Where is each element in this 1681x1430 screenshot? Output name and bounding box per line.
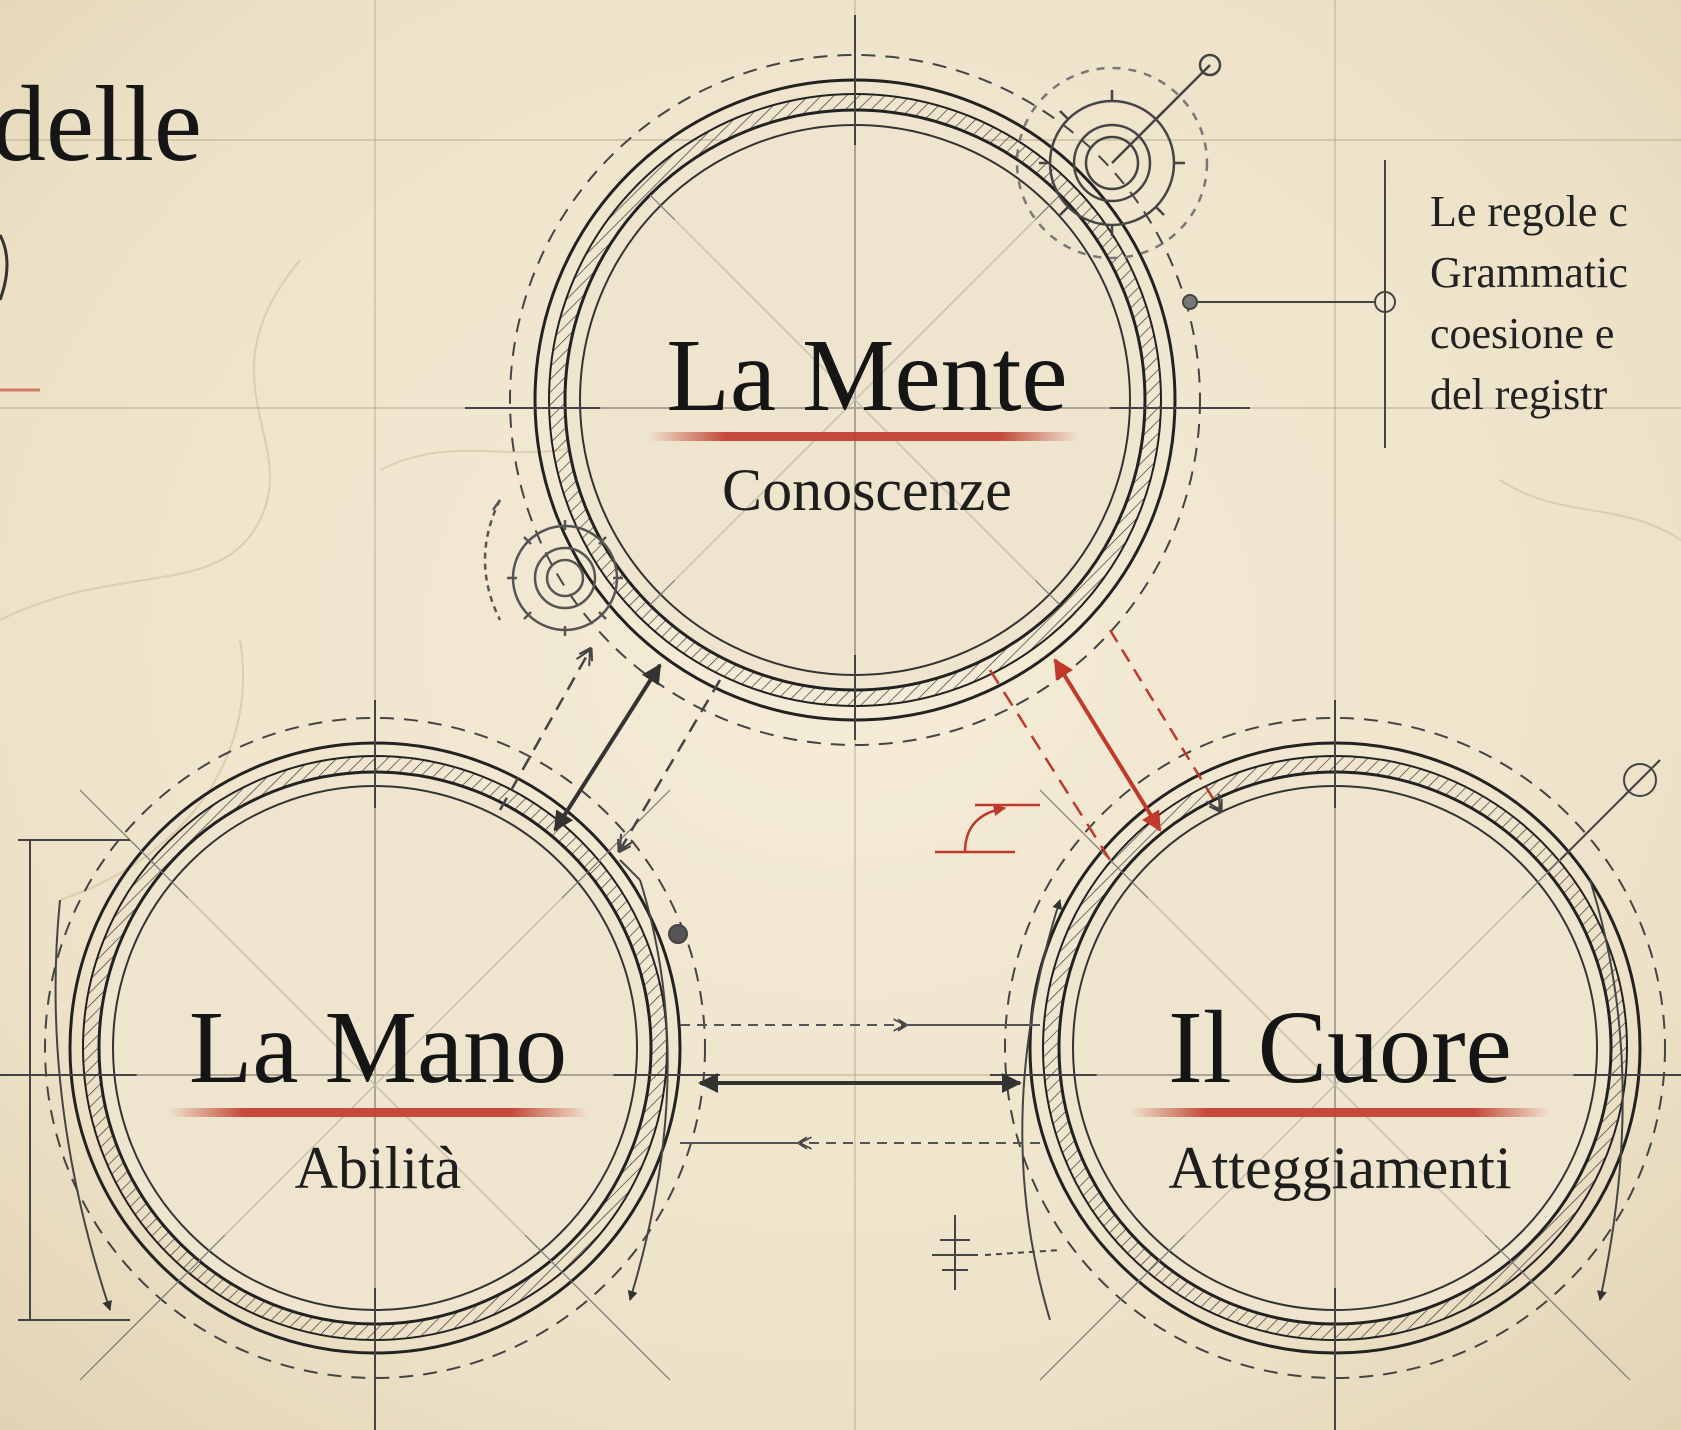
note-line-4: del registr	[1430, 370, 1608, 419]
side-note: Le regole c Grammatic coesione e del reg…	[1430, 187, 1628, 419]
node-mente-title: La Mente	[666, 318, 1067, 433]
node-mano-underline	[168, 1108, 588, 1117]
node-mano-subtitle: Abilità	[295, 1135, 462, 1201]
note-line-2: Grammatic	[1430, 248, 1628, 297]
node-mente-underline	[648, 432, 1078, 441]
gear-icon	[1015, 53, 1222, 260]
connector-mente-mano	[498, 650, 722, 850]
node-mano-title: La Mano	[189, 990, 567, 1105]
note-line-1: Le regole c	[1430, 187, 1628, 236]
dimension-lines	[18, 839, 688, 1321]
cuore-annotations	[932, 759, 1661, 1321]
page-heading: delle	[0, 65, 202, 184]
node-cuore: Il Cuore Atteggiamenti	[990, 700, 1681, 1430]
connector-mano-cuore	[680, 1025, 1040, 1143]
node-mente: La Mente Conoscenze	[465, 15, 1250, 746]
node-cuore-underline	[1130, 1108, 1550, 1117]
node-cuore-title: Il Cuore	[1168, 990, 1512, 1105]
node-mente-subtitle: Conoscenze	[722, 457, 1012, 523]
heading-arc	[0, 234, 9, 301]
paper-texture	[0, 259, 1681, 901]
node-mano: La Mano Abilità	[0, 700, 720, 1430]
note-connector	[1182, 160, 1396, 448]
gear-icon	[483, 499, 623, 636]
node-cuore-subtitle: Atteggiamenti	[1168, 1135, 1511, 1201]
note-line-3: coesione e	[1430, 309, 1614, 358]
connector-mente-cuore	[935, 629, 1220, 861]
